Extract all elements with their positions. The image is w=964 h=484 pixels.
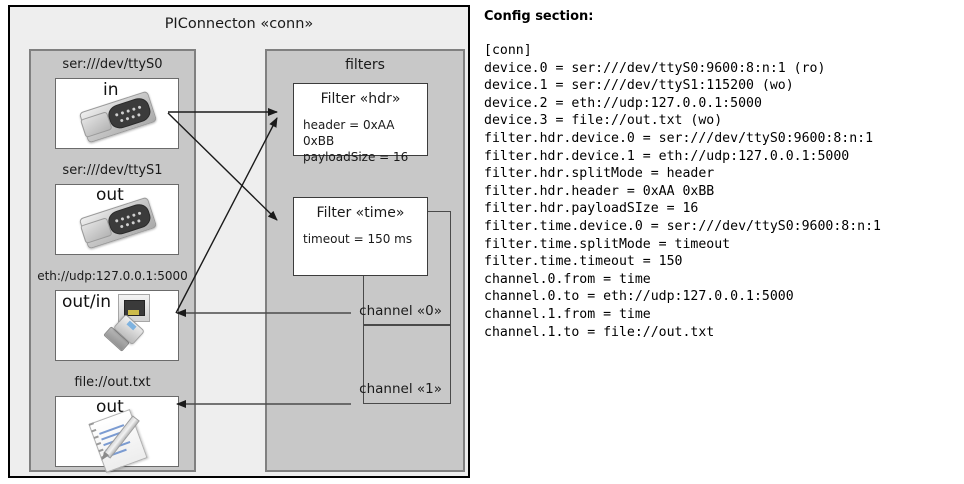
device-item-ser-ttys1[interactable]: ser:///dev/ttyS1 out [31,163,194,263]
config-line: channel.1.from = time [484,306,651,322]
config-line: filter.hdr.splitMode = header [484,166,715,182]
config-line: channel.1.to = file://out.txt [484,324,715,340]
device-label: eth://udp:127.0.0.1:5000 [37,269,188,283]
config-text[interactable]: [conn] device.0 = ser:///dev/ttyS0:9600:8… [484,42,881,341]
device-item-file-out[interactable]: file://out.txt out [31,375,194,475]
piconnector-component-frame: PIConnecton «conn» ser:///dev/ttyS0 in [8,5,470,478]
config-line: filter.hdr.device.1 = eth://udp:127.0.0.… [484,148,850,164]
device-label: file://out.txt [74,375,151,390]
device-box[interactable]: out/in [55,290,179,361]
channel-box-1[interactable]: channel «1» [359,324,451,404]
filter-property: header = 0xAA 0xBB [303,118,395,148]
filter-property: timeout = 150 ms [303,232,413,246]
config-line: device.0 = ser:///dev/ttyS0:9600:8:n:1 (… [484,60,826,76]
config-line: filter.hdr.payloadSIze = 16 [484,201,699,217]
filter-property: payloadSize = 16 [303,150,409,164]
ethernet-port-icon [103,293,174,355]
config-line: filter.time.splitMode = timeout [484,236,731,252]
filters-group: filters channel «0» channel «1» Filter «… [265,49,465,472]
config-line: device.3 = file://out.txt (wo) [484,113,723,129]
serial-port-icon [78,90,162,144]
config-line: device.1 = ser:///dev/ttyS1:115200 (wo) [484,78,794,94]
config-line: filter.time.device.0 = ser:///dev/ttyS0:… [484,218,881,234]
config-line: device.2 = eth://udp:127.0.0.1:5000 [484,95,762,111]
filter-title: Filter «time» [316,205,405,221]
filter-box-hdr[interactable]: Filter «hdr» header = 0xAA 0xBB payloadS… [293,83,428,164]
config-line: filter.hdr.header = 0xAA 0xBB [484,183,715,199]
channel-label: channel «1» [359,381,442,397]
config-line: filter.hdr.device.0 = ser:///dev/ttyS0:9… [484,130,874,146]
device-direction: out/in [62,292,112,312]
config-line: filter.time.timeout = 150 [484,254,683,270]
device-direction: out [96,397,124,417]
filter-box-time[interactable]: Filter «time» timeout = 150 ms [293,197,428,276]
device-direction: out [96,185,124,205]
config-heading: Config section: [484,9,594,24]
component-title: PIConnecton «conn» [164,16,314,32]
device-item-eth-udp[interactable]: eth://udp:127.0.0.1:5000 out/in [31,269,194,369]
filter-title: Filter «hdr» [320,91,401,107]
device-box[interactable]: in [55,78,179,149]
file-document-icon [88,409,152,473]
device-box[interactable]: out [55,184,179,255]
channel-label: channel «0» [359,303,442,319]
device-direction: in [103,80,119,100]
device-label: ser:///dev/ttyS1 [62,163,163,178]
config-line: channel.0.to = eth://udp:127.0.0.1:5000 [484,289,794,305]
devices-group: ser:///dev/ttyS0 in [29,49,196,475]
device-label: ser:///dev/ttyS0 [62,57,163,72]
device-box[interactable]: out [55,396,179,473]
serial-port-icon [78,196,162,250]
config-line: [conn] [484,43,532,58]
config-line: channel.0.from = time [484,271,651,287]
filters-group-title: filters [345,57,385,73]
filter-properties: header = 0xAA 0xBB payloadSize = 16 [303,117,427,165]
device-item-ser-ttys0[interactable]: ser:///dev/ttyS0 in [31,57,194,157]
config-section: Config section: [conn] device.0 = ser:///… [482,0,964,484]
filter-properties: timeout = 150 ms [303,231,412,247]
